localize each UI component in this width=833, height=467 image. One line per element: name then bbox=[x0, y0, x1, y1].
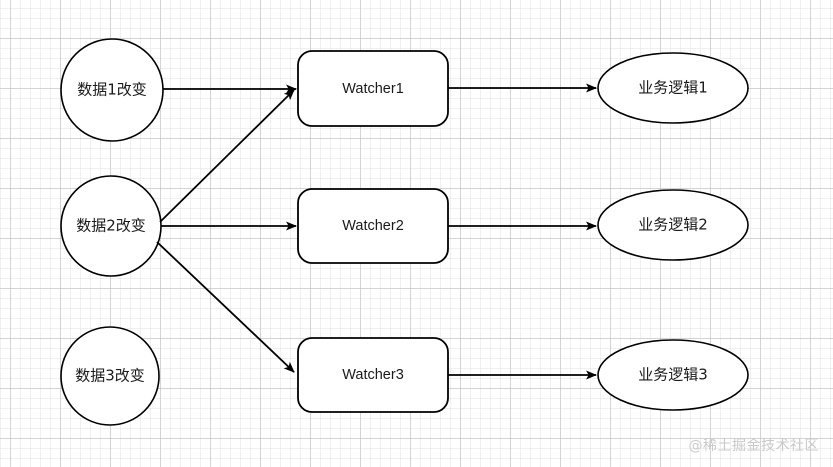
node-data3-shape[interactable] bbox=[60, 326, 160, 426]
node-data1-shape[interactable] bbox=[60, 38, 164, 142]
edge-data2-watcher3 bbox=[156, 241, 295, 373]
watermark: @稀土掘金技术社区 bbox=[688, 438, 819, 454]
node-logic2-shape[interactable] bbox=[597, 189, 749, 261]
node-watcher1-shape[interactable] bbox=[297, 50, 449, 127]
node-data2-shape[interactable] bbox=[60, 175, 162, 277]
node-watcher2-shape[interactable] bbox=[297, 188, 449, 264]
node-logic3-shape[interactable] bbox=[597, 339, 749, 411]
node-logic1-shape[interactable] bbox=[597, 52, 749, 124]
edge-data2-watcher1 bbox=[159, 89, 295, 223]
node-watcher3-shape[interactable] bbox=[297, 337, 449, 413]
